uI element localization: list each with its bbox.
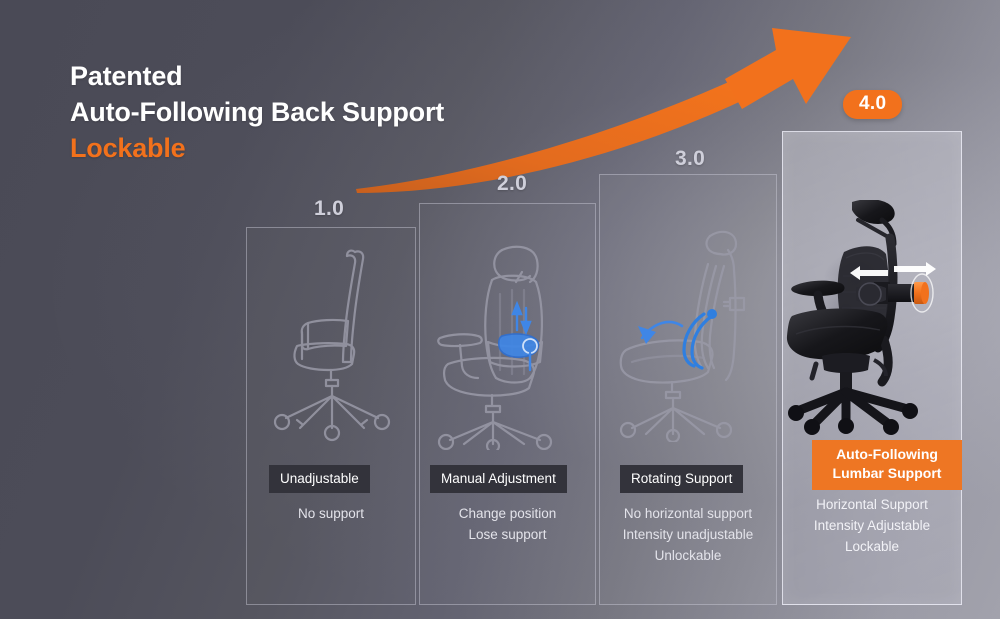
stage-chip-1: Unadjustable — [269, 465, 370, 493]
stage-chip-4-highlighted: Auto-Following Lumbar Support — [812, 440, 962, 490]
description-line: Intensity Adjustable — [813, 518, 931, 533]
version-label-3: 3.0 — [675, 147, 706, 170]
headline-line-2: Auto-Following Back Support — [70, 97, 445, 127]
stage-description-1: No support — [246, 503, 416, 524]
description-line: Change position — [458, 506, 557, 521]
description-line: Unlockable — [654, 548, 722, 563]
stage-description-2: Change position Lose support — [419, 503, 596, 545]
description-line: No support — [297, 506, 365, 521]
stage-panel-1 — [246, 227, 416, 605]
description-line: Horizontal Support — [816, 497, 928, 512]
stage-chip-4-line-1: Auto-Following — [836, 446, 938, 462]
chair-illustration-2 — [437, 245, 553, 450]
chair-illustration-1 — [273, 249, 391, 442]
version-label-1: 1.0 — [314, 197, 345, 220]
stage-description-3: No horizontal support Intensity unadjust… — [599, 503, 777, 566]
stage-chip-3: Rotating Support — [620, 465, 744, 493]
chair-illustration-4 — [786, 200, 936, 435]
chair-illustration-3 — [619, 230, 746, 442]
version-badge-4: 4.0 — [843, 90, 903, 119]
stage-chip-4-line-2: Lumbar Support — [832, 465, 942, 481]
headline-line-3: Lockable — [70, 133, 186, 163]
description-line: Lockable — [844, 539, 900, 554]
page-title: Patented Auto-Following Back Support Loc… — [70, 58, 444, 166]
version-label-2: 2.0 — [497, 172, 528, 195]
stage-panel-2 — [419, 203, 596, 605]
description-line: Lose support — [468, 527, 547, 542]
description-line: Intensity unadjustable — [622, 527, 754, 542]
headline-line-1: Patented — [70, 61, 183, 91]
stage-chip-2: Manual Adjustment — [430, 465, 567, 493]
stage-description-4: Horizontal Support Intensity Adjustable … — [782, 494, 962, 557]
description-line: No horizontal support — [623, 506, 753, 521]
